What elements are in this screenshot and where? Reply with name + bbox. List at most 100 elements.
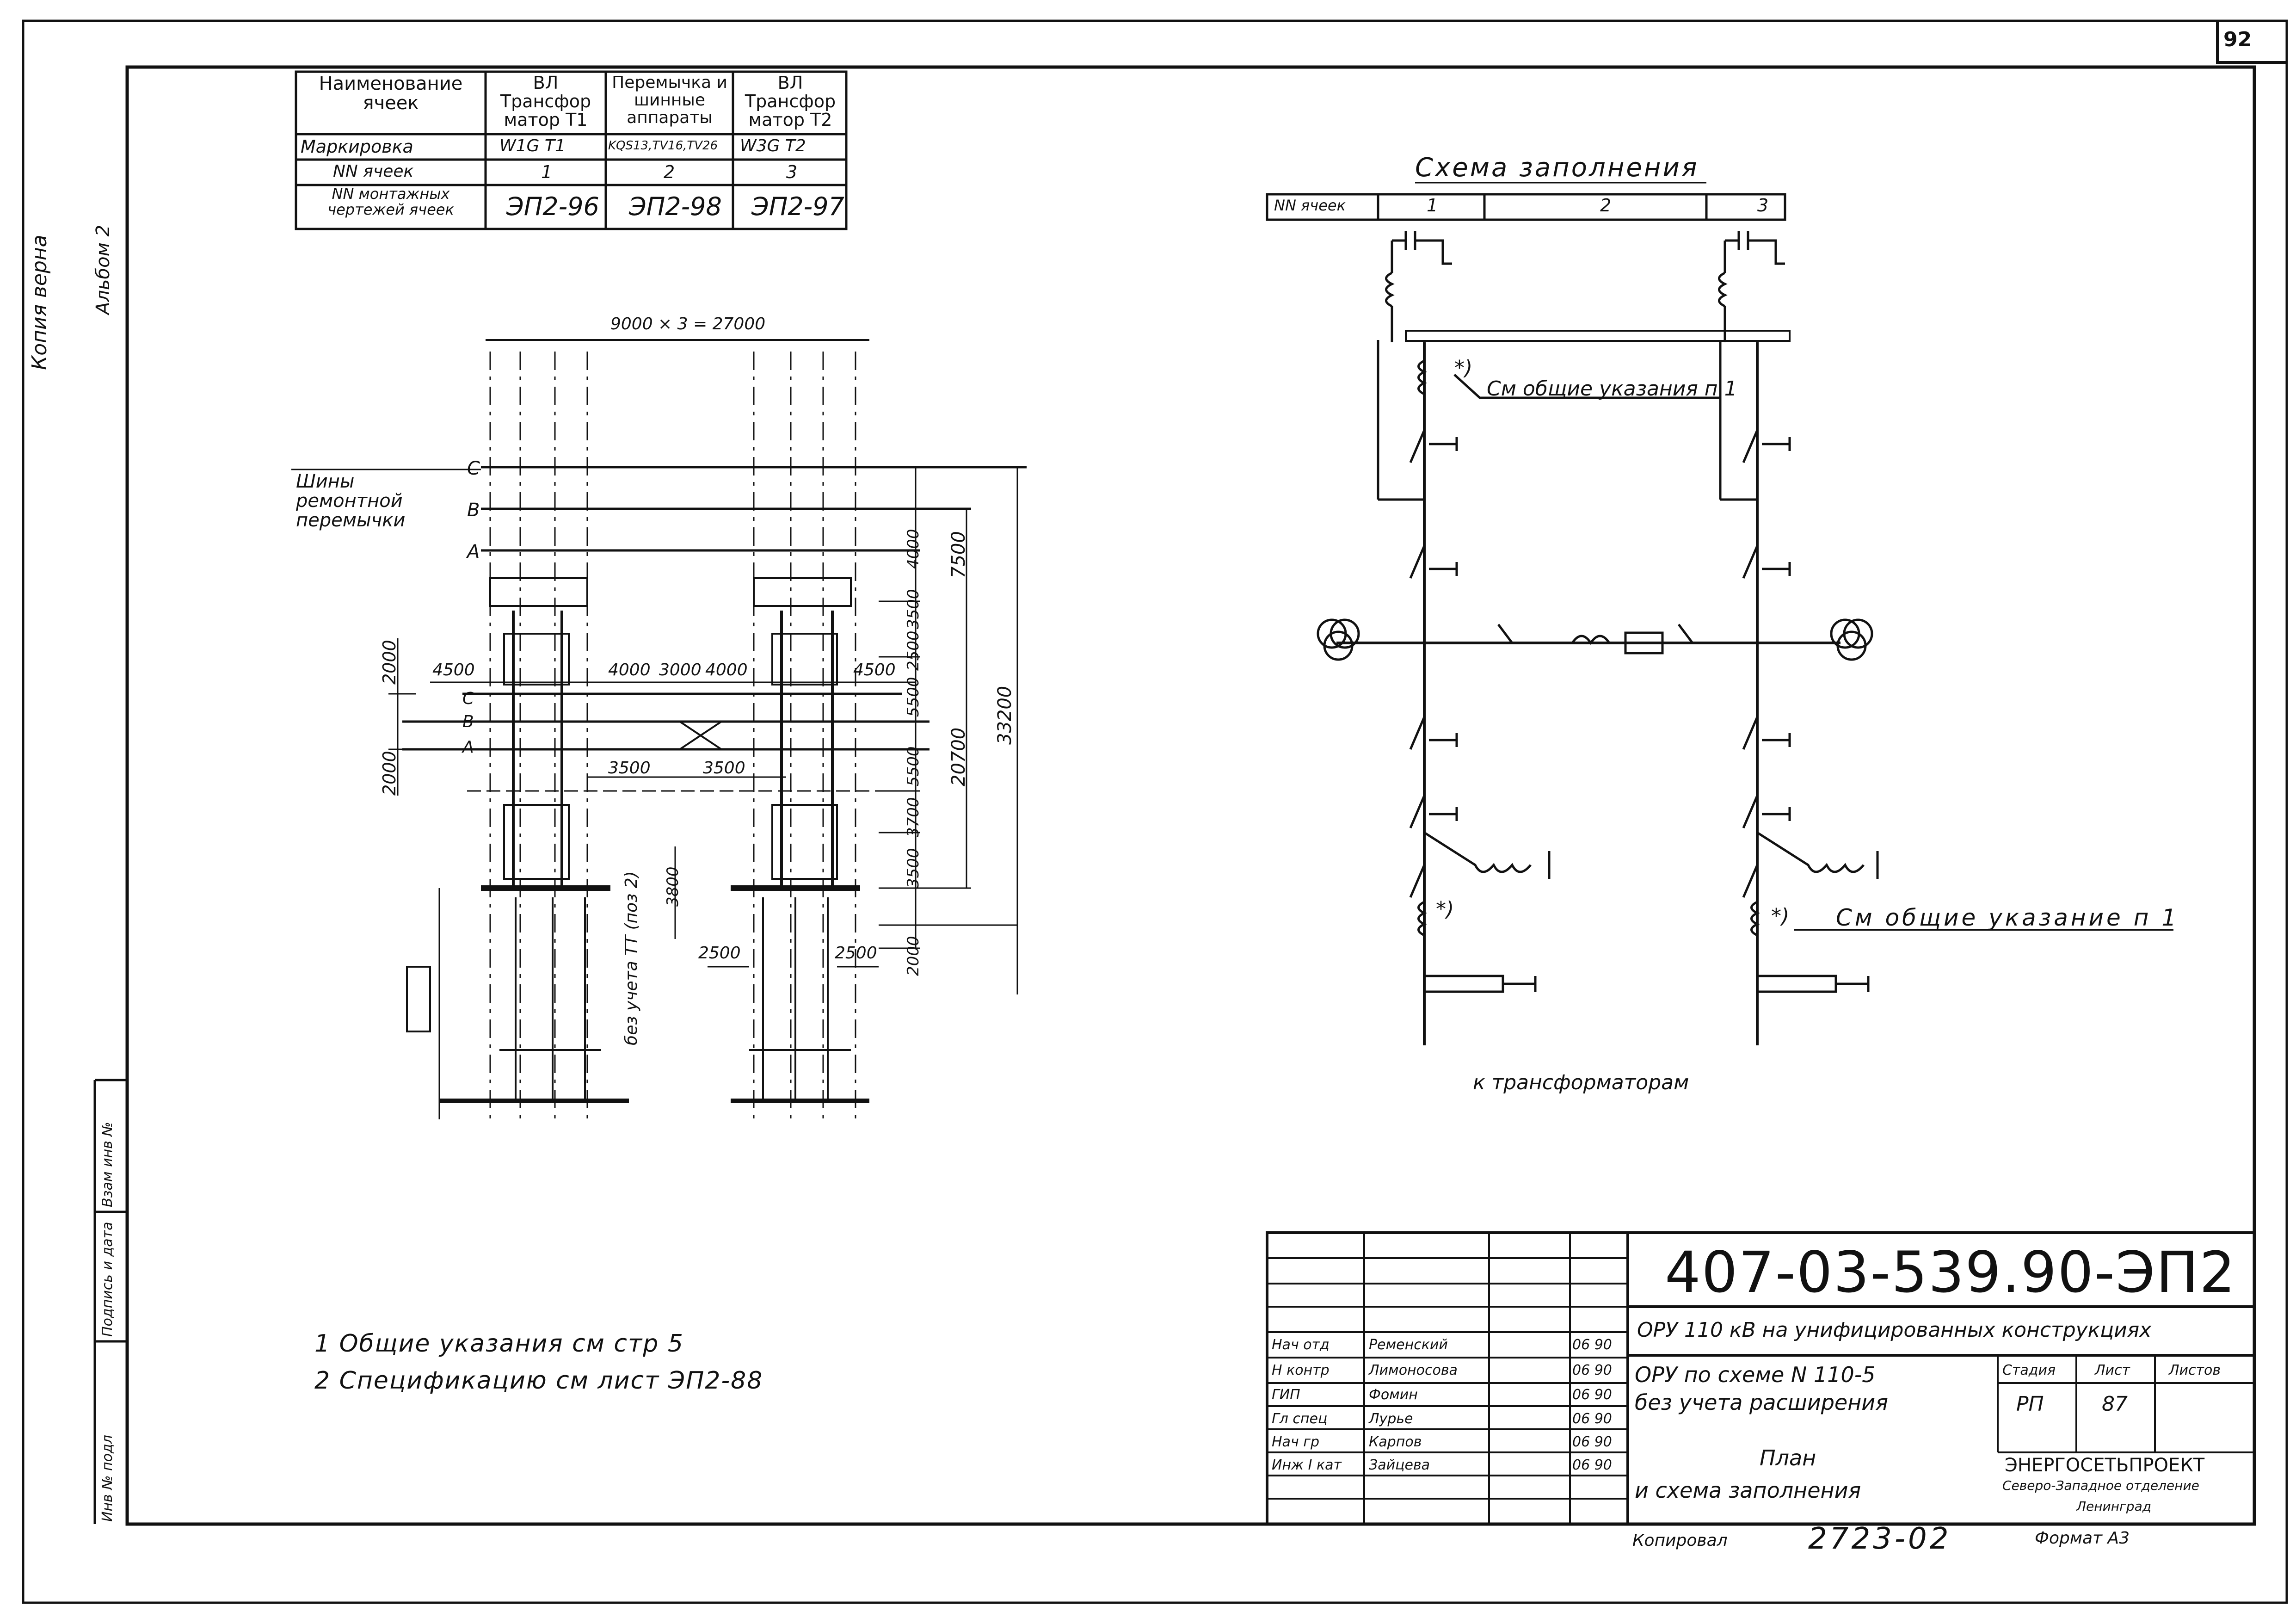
plan-mid-dim-4000b: 4000 xyxy=(705,661,748,679)
org-city: Ленинград xyxy=(2076,1499,2152,1514)
staff-name-6: Зайцева xyxy=(1369,1457,1430,1473)
staff-role-6: Инж I кат xyxy=(1272,1457,1342,1473)
copy-number: 2723-02 xyxy=(1808,1522,1951,1556)
plan-phase-a: A xyxy=(467,541,480,562)
plan-total-7500: 7500 xyxy=(948,531,969,578)
plan-mid-phase-c: C xyxy=(462,689,474,708)
page-number: 92 xyxy=(2223,28,2252,51)
staff-date-2: 06 90 xyxy=(1572,1362,1612,1378)
staff-role-3: ГИП xyxy=(1272,1387,1300,1403)
table-header-jumper: Перемычка и шинные аппараты xyxy=(612,73,727,127)
staff-role-2: Н контр xyxy=(1272,1362,1330,1378)
table-header-t1: ВЛ Трансфор матор Т1 xyxy=(500,73,591,130)
side-label-replace: Взам инв № xyxy=(99,1122,116,1207)
plan-dim-4000: 4000 xyxy=(904,529,923,569)
plan-dim-5500a: 5500 xyxy=(904,677,923,717)
plan-left-dim-top: 2000 xyxy=(379,640,400,685)
org-name: ЭНЕРГОСЕТЬПРОЕКТ xyxy=(2005,1455,2205,1476)
plan-left-dim-bot: 2000 xyxy=(379,751,400,796)
general-note-1: 1 Общие указания см стр 5 xyxy=(314,1330,684,1358)
cells-table-grid xyxy=(295,70,848,230)
table-row-cells-2: 2 xyxy=(664,162,675,182)
staff-role-4: Гл спец xyxy=(1272,1411,1328,1427)
table-row-drawings-label: NN монтажных чертежей ячеек xyxy=(327,185,454,218)
scheme-star-1: *) xyxy=(1454,356,1473,380)
staff-name-4: Лурье xyxy=(1369,1411,1413,1427)
general-note-2: 2 Спецификацию см лист ЭП2-88 xyxy=(314,1367,763,1395)
table-row-cells-3: 3 xyxy=(786,162,798,182)
scheme-title: Схема заполнения xyxy=(1415,153,1699,183)
scheme-cell-2: 2 xyxy=(1600,195,1612,216)
scheme-cell-1: 1 xyxy=(1427,195,1438,216)
plan-mid-phase-b: B xyxy=(462,712,474,731)
side-note-album: Альбом 2 xyxy=(92,225,114,315)
staff-name-1: Ременский xyxy=(1369,1337,1448,1353)
plan-dim-3500: 3500 xyxy=(904,589,923,629)
scheme-cell-3: 3 xyxy=(1757,195,1769,216)
staff-role-5: Нач гр xyxy=(1272,1434,1320,1450)
plan-bus-label: Шины ремонтной перемычки xyxy=(296,471,406,531)
plan-dim-3500b: 3500 xyxy=(904,848,923,888)
plan-tt-note: без учета ТТ (поз 2) xyxy=(622,871,641,1045)
sheets-header: Листов xyxy=(2169,1362,2221,1378)
table-row-drawings-1: ЭП2-96 xyxy=(506,192,599,221)
scheme-star-2: *) xyxy=(1436,897,1454,921)
scheme-star-3: *) xyxy=(1771,904,1790,928)
staff-date-1: 06 90 xyxy=(1572,1337,1612,1353)
plan-dim-2000: 2000 xyxy=(904,936,923,976)
table-row-cells-1: 1 xyxy=(541,162,553,182)
table-row-drawings-2: ЭП2-98 xyxy=(629,192,722,221)
plan-dim-3800: 3800 xyxy=(664,866,682,907)
copied-label: Копировал xyxy=(1632,1531,1728,1550)
table-row-marking-1: W1G T1 xyxy=(499,136,566,155)
format-label: Формат А3 xyxy=(2035,1529,2130,1548)
plan-mid-dim-3500b: 3500 xyxy=(703,759,745,778)
table-row-marking-3: W3G T2 xyxy=(740,136,806,155)
staff-name-2: Лимоносова xyxy=(1369,1362,1458,1378)
plan-top-dim: 9000 × 3 = 27000 xyxy=(610,315,766,333)
desc-line-3: План xyxy=(1760,1445,1816,1470)
plan-mid-dim-3000: 3000 xyxy=(659,661,702,679)
plan-total-33200: 33200 xyxy=(994,685,1016,745)
staff-name-5: Карпов xyxy=(1369,1434,1422,1450)
scheme-cells-label: NN ячеек xyxy=(1274,197,1346,214)
plan-dim-5500b: 5500 xyxy=(904,746,923,786)
plan-dim-2500: 2500 xyxy=(904,630,923,671)
table-row-marking-label: Маркировка xyxy=(301,136,413,157)
plan-mid-dim-4500a: 4500 xyxy=(432,661,475,679)
scheme-note-ref-2: См общие указание п 1 xyxy=(1836,904,2179,931)
side-label-sign: Подпись и дата xyxy=(99,1222,116,1337)
org-branch: Северо-Западное отделение xyxy=(2002,1478,2199,1493)
drawing-code: 407-03-539.90-ЭП2 xyxy=(1665,1240,2236,1305)
stage-value: РП xyxy=(2016,1392,2044,1416)
plan-phase-b: B xyxy=(467,500,480,521)
plan-dim-2500a: 2500 xyxy=(698,944,741,963)
side-note-copy: Копия верна xyxy=(28,235,51,370)
staff-date-6: 06 90 xyxy=(1572,1457,1612,1473)
staff-date-5: 06 90 xyxy=(1572,1434,1612,1450)
plan-dim-3700: 3700 xyxy=(904,797,923,837)
staff-date-4: 06 90 xyxy=(1572,1411,1612,1427)
scheme-drawing xyxy=(1266,182,2173,1045)
table-header-name: Наименование ячеек xyxy=(319,73,463,114)
sheet-header: Лист xyxy=(2095,1362,2130,1378)
inner-frame xyxy=(125,65,2256,1526)
table-header-t2: ВЛ Трансфор матор Т2 xyxy=(745,73,836,130)
staff-role-1: Нач отд xyxy=(1272,1337,1330,1353)
outer-frame xyxy=(22,19,2288,1604)
table-row-cells-label: NN ячеек xyxy=(333,162,414,181)
plan-total-20700: 20700 xyxy=(948,727,969,786)
plan-phase-c: C xyxy=(467,458,480,479)
table-row-drawings-3: ЭП2-97 xyxy=(751,192,844,221)
scheme-note-ref-1: См общие указания п 1 xyxy=(1487,377,1737,401)
sheet-value: 87 xyxy=(2102,1392,2128,1416)
plan-drawing xyxy=(291,339,1027,1119)
title-block-grid xyxy=(1266,1231,2256,1525)
desc-line-2: без учета расширения xyxy=(1635,1390,1888,1415)
plan-mid-dim-4000a: 4000 xyxy=(608,661,651,679)
plan-dim-2500b: 2500 xyxy=(835,944,877,963)
staff-date-3: 06 90 xyxy=(1572,1387,1612,1403)
desc-line-1: ОРУ по схеме N 110-5 xyxy=(1635,1362,1876,1387)
